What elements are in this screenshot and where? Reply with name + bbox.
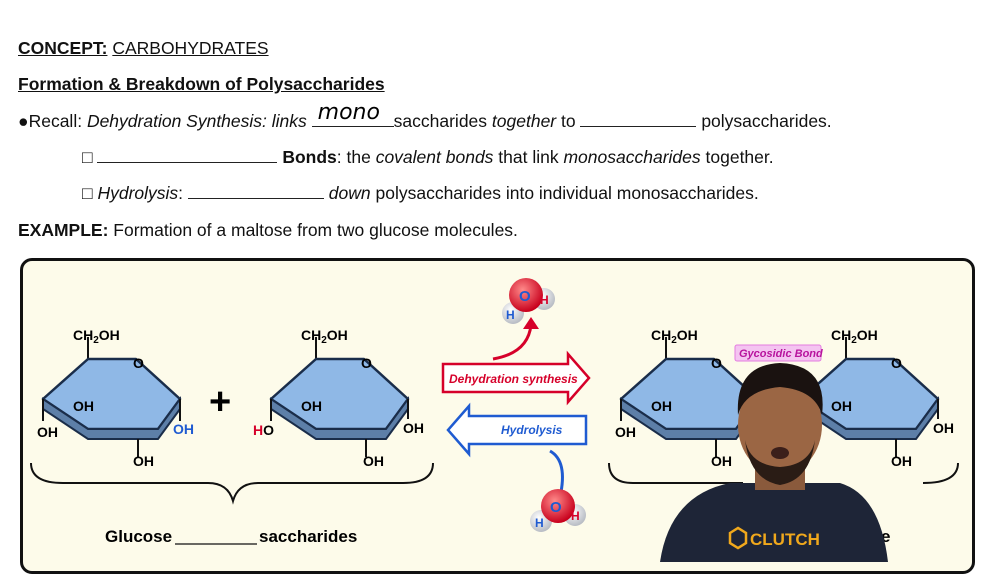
hydrolysis-label: Hydrolysis <box>501 423 563 437</box>
presenter-shirt <box>660 483 888 562</box>
presenter-face <box>738 375 822 475</box>
ch2oh-label: CH2OH <box>73 327 120 346</box>
ring-oxygen: O <box>133 355 144 371</box>
water-molecule-bottom: O H H <box>530 489 586 532</box>
bonds-end: together. <box>700 147 774 167</box>
bonds-blank <box>97 147 278 163</box>
ho-label: HO <box>253 422 274 438</box>
presenter-video: CLUTCH <box>660 363 888 562</box>
ring-oxygen: O <box>891 355 902 371</box>
water-o: O <box>550 499 562 516</box>
oh-label: OH <box>301 398 322 414</box>
concept-heading: CONCEPT: CARBOHYDRATES <box>18 37 269 59</box>
bonds-mono: monosaccharides <box>563 147 701 167</box>
bonds-line: □ Bonds: the covalent bonds that link mo… <box>82 146 774 168</box>
oh-label: OH <box>133 453 154 469</box>
glucose-label: Glucose <box>105 527 172 546</box>
hydrolysis-term: Hydrolysis <box>97 183 179 203</box>
recall-blank-2 <box>580 111 697 127</box>
clutch-logo-icon <box>728 526 748 550</box>
recall-term: Dehydration Synthesis <box>86 111 263 131</box>
recall-prefix: Recall: <box>28 111 87 131</box>
dehydration-arrow: Dehydration synthesis <box>441 350 591 406</box>
left-brace <box>30 462 434 505</box>
presenter-beard <box>745 440 815 485</box>
hydrolysis-blank <box>187 183 324 199</box>
maltose-ring-2: CH2OH O OH OH OH <box>799 327 954 469</box>
dehydration-label: Dehydration synthesis <box>449 372 578 386</box>
bonds-covalent: covalent bonds <box>375 147 494 167</box>
bonds-colon: : the <box>336 147 376 167</box>
oh-label: OH <box>831 398 852 414</box>
example-label: EXAMPLE: <box>18 220 109 240</box>
recall-blank-1: mono <box>311 102 394 127</box>
concept-label: CONCEPT: <box>18 38 108 58</box>
ch2oh-label: CH2OH <box>651 327 698 346</box>
recall-together: together <box>487 111 557 131</box>
oh-label: OH <box>403 420 424 436</box>
example-line: EXAMPLE: Formation of a maltose from two… <box>18 219 518 241</box>
hydrolysis-colon: : <box>178 183 188 203</box>
water-h: H <box>540 293 549 307</box>
red-curve-arrow <box>492 324 533 361</box>
ring-oxygen: O <box>361 355 372 371</box>
oh-label: OH <box>891 453 912 469</box>
recall-line: ●Recall: Dehydration Synthesis: links mo… <box>18 102 832 132</box>
maltose-ring-1: CH2OH O OH OH OH <box>615 327 760 469</box>
ch2oh-label: CH2OH <box>301 327 348 346</box>
oh-label: OH <box>615 424 636 440</box>
hydrolysis-line: □ Hydrolysis: down polysaccharides into … <box>82 182 759 204</box>
recall-links: : links <box>262 111 312 131</box>
hydrolysis-down: down <box>328 183 371 203</box>
concept-name: CARBOHYDRATES <box>112 38 269 58</box>
handwritten-answer: mono <box>317 100 380 125</box>
glucose-ring-2: CH2OH O OH HO OH OH <box>253 327 424 469</box>
oh-label: OH <box>37 424 58 440</box>
oh-label: OH <box>363 453 384 469</box>
water-molecule-top: O H H <box>502 278 555 324</box>
oh-label: OH <box>73 398 94 414</box>
oh-label: OH <box>711 453 732 469</box>
recall-to: to <box>556 111 581 131</box>
oh-label: OH <box>651 398 672 414</box>
bonds-term: Bonds <box>282 147 337 167</box>
bullet: ● <box>18 111 29 131</box>
recall-saccharides: saccharides <box>393 111 488 131</box>
water-o: O <box>519 288 531 305</box>
saccharides-label: saccharides <box>259 527 357 546</box>
maltose-diagram: CH2OH O OH OH OH OH + CH2OH O OH HO OH <box>30 278 959 546</box>
ch2oh-label: CH2OH <box>831 327 878 346</box>
glycosidic-label: Gycosidic Bond <box>739 348 823 360</box>
hydrolysis-end: polysaccharides into individual monosacc… <box>370 183 759 203</box>
glucose-ring-1: CH2OH O OH OH OH OH <box>37 327 194 469</box>
oh-label: OH <box>933 420 954 436</box>
right-label-tail: e <box>881 527 890 546</box>
right-brace-end <box>922 462 959 484</box>
oh-label-blue: OH <box>173 421 194 437</box>
water-h: H <box>571 509 580 523</box>
checkbox-icon: □ <box>82 147 93 167</box>
water-h: H <box>506 308 515 322</box>
bonds-that-link: that link <box>493 147 564 167</box>
right-brace <box>608 462 743 484</box>
hydrolysis-arrow: Hydrolysis <box>446 402 588 458</box>
example-text: Formation of a maltose from two glucose … <box>108 220 518 240</box>
glycosidic-highlight <box>734 344 822 362</box>
recall-end: polysaccharides. <box>696 111 832 131</box>
ring-oxygen: O <box>711 355 722 371</box>
water-h: H <box>535 516 544 530</box>
clutch-brand: CLUTCH <box>750 530 820 549</box>
plus-sign: + <box>209 381 231 423</box>
page-subtitle: Formation & Breakdown of Polysaccharides <box>18 74 385 94</box>
presenter-hair <box>737 363 823 415</box>
checkbox-icon: □ <box>82 183 93 203</box>
